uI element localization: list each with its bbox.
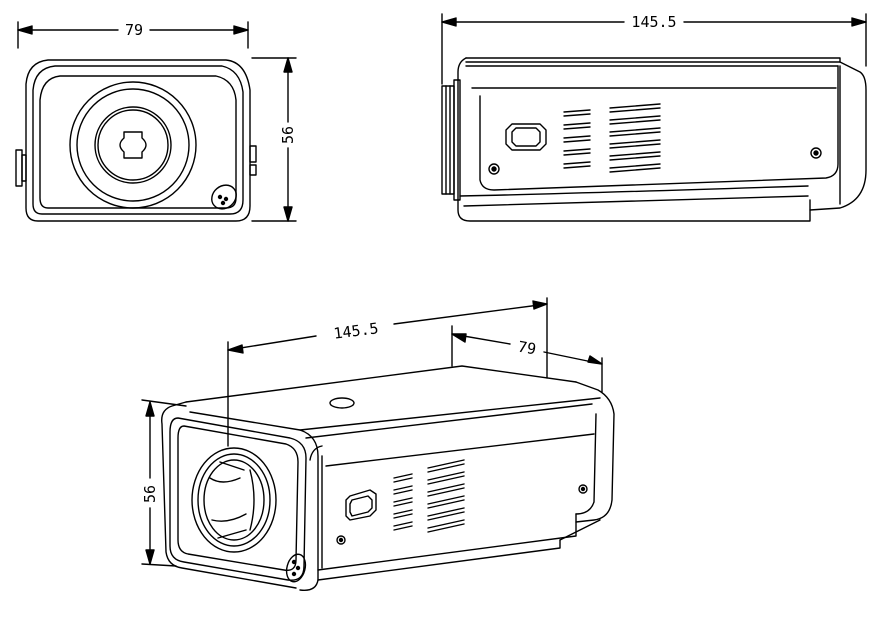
iso-body <box>161 365 615 591</box>
front-lens <box>69 81 197 209</box>
iso-width-dimension <box>451 325 603 393</box>
iso-length-dimension <box>227 297 548 447</box>
iso-screws <box>336 484 588 545</box>
front-view: 79 56 <box>15 21 297 222</box>
iso-view: 145.5 79 56 <box>141 297 615 591</box>
iso-width-label: 79 <box>517 338 538 359</box>
iso-sensor <box>285 553 307 583</box>
side-length-dimension <box>441 13 867 85</box>
iso-height-dimension <box>141 399 187 567</box>
side-vents <box>563 103 661 173</box>
iso-lens <box>191 447 277 553</box>
iso-height-label: 56 <box>141 485 159 503</box>
side-body <box>457 57 867 222</box>
front-sensor <box>211 184 237 210</box>
side-length-label: 145.5 <box>631 13 676 31</box>
side-lens-ring <box>441 79 461 201</box>
iso-vents <box>393 459 465 533</box>
front-height-dimension <box>251 57 297 222</box>
front-width-dimension <box>17 21 249 49</box>
iso-length-label: 145.5 <box>332 319 379 342</box>
iso-port <box>345 489 377 521</box>
front-width-label: 79 <box>125 21 143 39</box>
side-port <box>505 123 547 151</box>
side-screws <box>488 147 822 175</box>
front-height-label: 56 <box>279 126 297 144</box>
side-view: 145.5 <box>441 13 867 222</box>
iso-front-bezel <box>169 417 307 581</box>
